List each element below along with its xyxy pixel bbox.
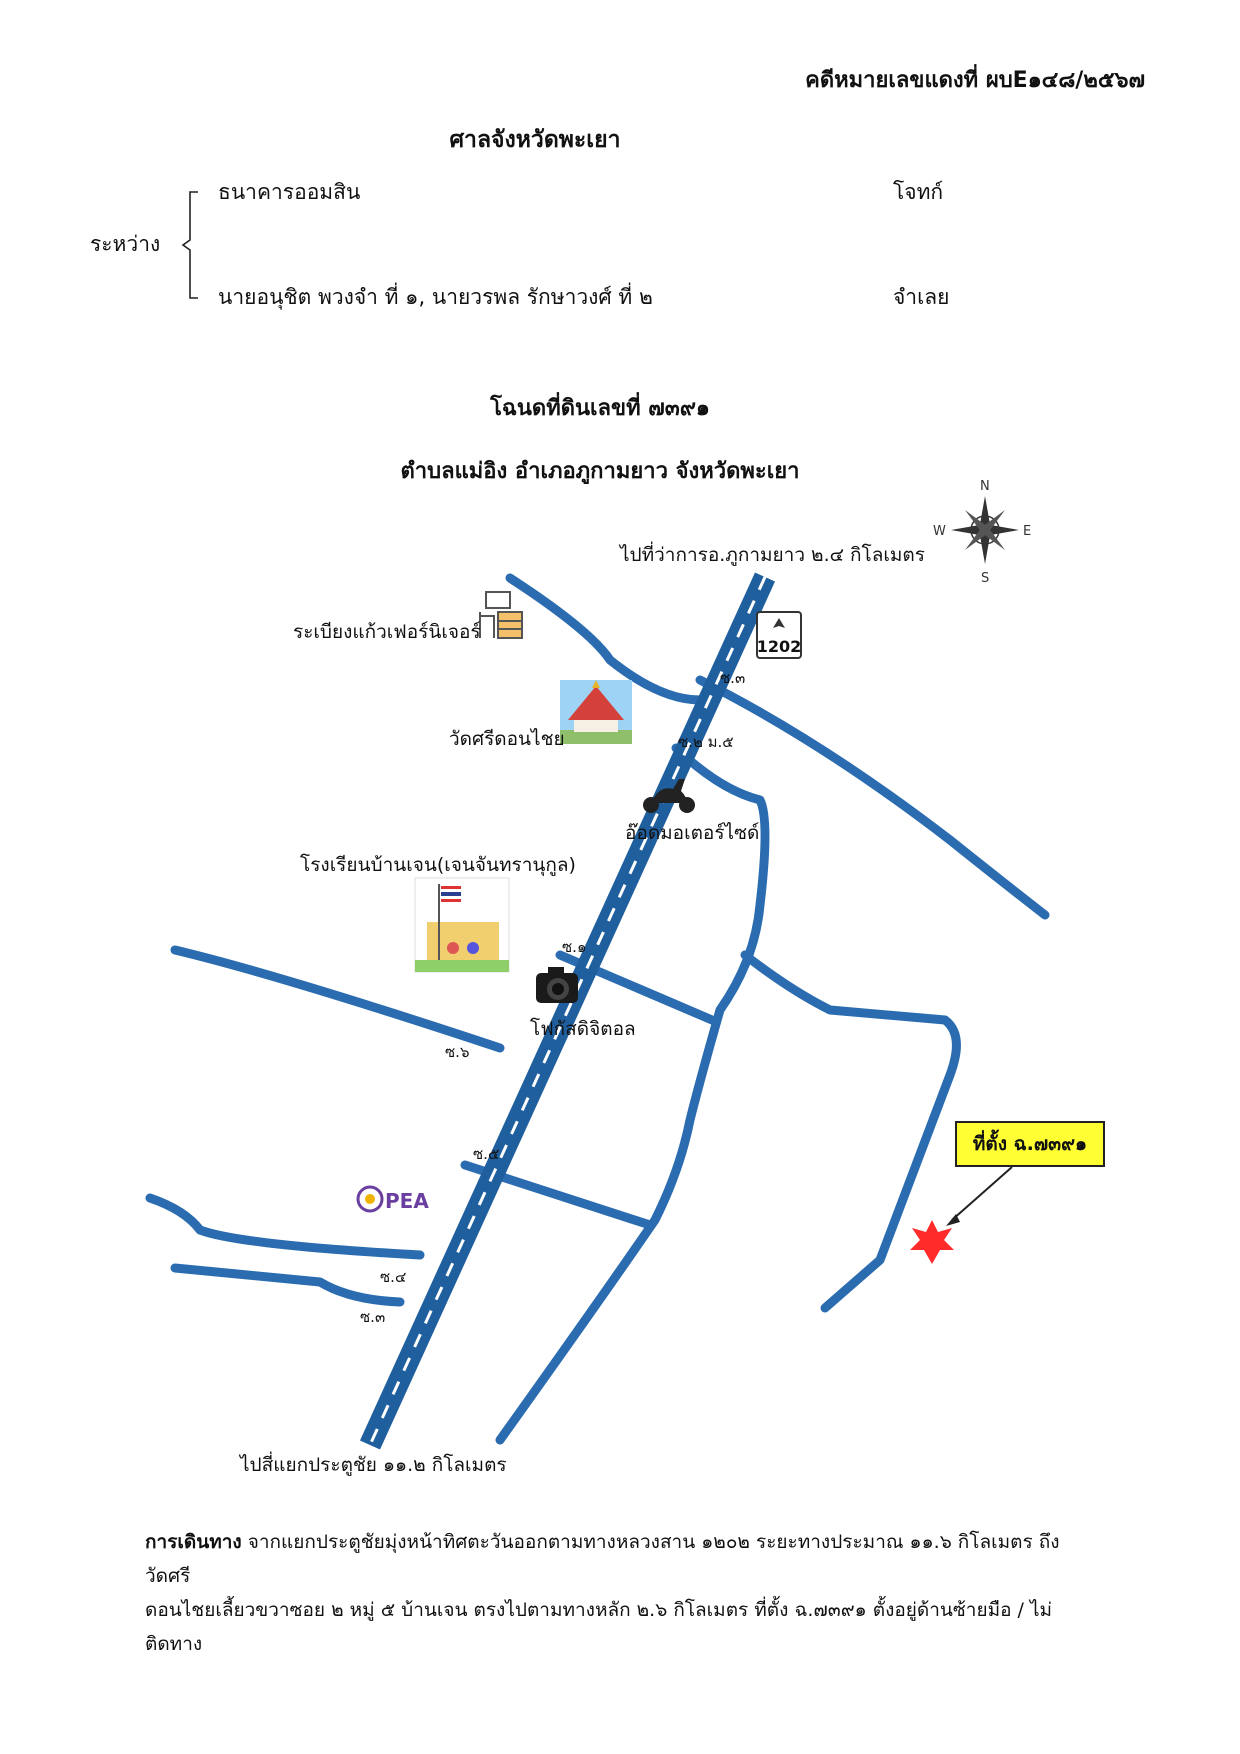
highway-1202 bbox=[359, 572, 776, 1450]
road-soi4 bbox=[145, 1193, 425, 1260]
route-line-1: การเดินทาง จากแยกประตูชัยมุ่งหน้าทิศตะวั… bbox=[145, 1525, 1065, 1593]
road-soi2 bbox=[495, 743, 770, 1445]
soi-3-bottom-label: ซ.๓ bbox=[360, 1308, 386, 1326]
compass-e: E bbox=[1023, 524, 1031, 539]
plaintiff-name: ธนาคารออมสิน bbox=[218, 180, 361, 204]
location-title: ตำบลแม่อิง อำเภอภูกามยาว จังหวัดพะเยา bbox=[400, 459, 800, 484]
soi-6-label: ซ.๖ bbox=[445, 1043, 470, 1061]
motorcycle-icon bbox=[643, 779, 695, 813]
defendant-names: นายอนุชิต พวงจำ ที่ ๑, นายวรพล รักษาวงศ์… bbox=[218, 285, 653, 309]
road-northwest bbox=[505, 573, 705, 705]
route-description: การเดินทาง จากแยกประตูชัยมุ่งหน้าทิศตะวั… bbox=[145, 1525, 1065, 1661]
highway-number: 1202 bbox=[757, 637, 802, 656]
road-soi3-top bbox=[695, 675, 1050, 920]
defendant-role: จำเลย bbox=[893, 285, 950, 309]
road-east bbox=[740, 950, 961, 1313]
camera-icon bbox=[536, 967, 578, 1003]
brace bbox=[181, 191, 198, 299]
road-soi6 bbox=[170, 945, 505, 1053]
roads bbox=[145, 573, 1050, 1445]
furniture-label: ระเบียงแก้วเฟอร์นิเจอร์ bbox=[293, 621, 481, 643]
to-south-label: ไปสี่แยกประตูชัย ๑๑.๒ กิโลเมตร bbox=[240, 1454, 507, 1476]
school-label: โรงเรียนบ้านเจน(เจนจันทรานุกูล) bbox=[300, 854, 576, 876]
location-star-icon bbox=[910, 1220, 954, 1264]
plaintiff-role: โจทก์ bbox=[893, 180, 944, 204]
between-label: ระหว่าง bbox=[90, 232, 161, 256]
temple-label: วัดศรีดอนไชย bbox=[449, 728, 565, 750]
route-line-2: ดอนไชยเลี้ยวขวาซอย ๒ หมู่ ๕ บ้านเจน ตรงไ… bbox=[145, 1599, 1053, 1655]
case-number: คดีหมายเลขแดงที่ ผบE๑๔๘/๒๕๖๗ bbox=[805, 68, 1145, 93]
compass-icon: N S E W bbox=[933, 479, 1031, 586]
pea-label: PEA bbox=[385, 1189, 429, 1213]
route-text-1: จากแยกประตูชัยมุ่งหน้าทิศตะวันออกตามทางห… bbox=[145, 1531, 1060, 1587]
soi-1-label: ซ.๑ bbox=[562, 938, 587, 956]
motor-label: อ๊อดมอเตอร์ไซด์ bbox=[625, 822, 760, 844]
to-north-label: ไปที่ว่าการอ.ภูกามยาว ๒.๔ กิโลเมตร bbox=[620, 544, 925, 566]
photo-label: โฟกัสดิจิตอล bbox=[530, 1018, 636, 1040]
route-heading: การเดินทาง bbox=[145, 1531, 242, 1553]
school-icon bbox=[414, 877, 510, 973]
furniture-icon bbox=[479, 591, 523, 639]
temple-icon bbox=[560, 680, 632, 744]
compass-w: W bbox=[933, 524, 946, 539]
soi-4-label: ซ.๔ bbox=[380, 1268, 407, 1286]
road-soi3-bottom bbox=[170, 1263, 405, 1307]
arrow-icon bbox=[946, 1166, 1013, 1226]
court-name: ศาลจังหวัดพะเยา bbox=[449, 127, 621, 153]
soi-3-top-label: ซ.๓ bbox=[720, 669, 746, 687]
deed-title: โฉนดที่ดินเลขที่ ๗๓๙๑ bbox=[490, 396, 710, 421]
highway-sign-icon: 1202 bbox=[756, 611, 802, 659]
compass-s: S bbox=[981, 571, 989, 586]
location-label: ที่ตั้ง ฉ.๗๓๙๑ bbox=[955, 1121, 1105, 1167]
soi-5-label: ซ.๕ bbox=[473, 1145, 500, 1163]
pea-logo-icon: PEA bbox=[356, 1185, 429, 1213]
compass-n: N bbox=[980, 479, 990, 494]
soi-2-label: ซ.๒ ม.๕ bbox=[678, 733, 734, 751]
